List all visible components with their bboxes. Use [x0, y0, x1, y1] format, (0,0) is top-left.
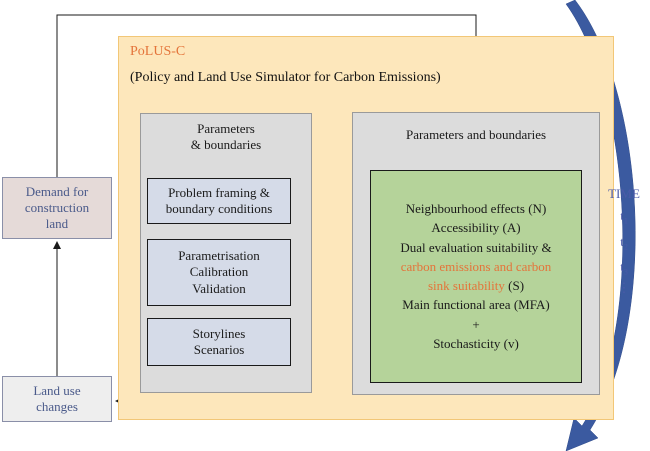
main-functional-area: Main functional area (MFA) [402, 297, 550, 313]
carbon-emissions-line: carbon emissions and carbon [400, 258, 552, 274]
time-ellipsis: ⋮ [617, 280, 631, 295]
landuse-line1: Land use [33, 382, 81, 398]
model-components-box: Neighbourhood effects (N) Accessibility … [370, 170, 582, 383]
suitability-symbol: (S) [504, 278, 525, 293]
stochasticity: Stochasticity (v) [433, 335, 519, 351]
landuse-line2: changes [36, 399, 78, 414]
time-step-3-base: t [620, 259, 624, 274]
time-step-2-sub: 2 [623, 242, 628, 252]
demand-construction-land-box: Demand for construction land [2, 177, 112, 239]
parametrisation-line3: Validation [192, 280, 246, 296]
problem-framing-line1: Problem framing & [168, 184, 270, 200]
land-use-changes-box: Land use changes [2, 376, 112, 422]
plus-sign: + [472, 316, 480, 332]
storylines-line2: Scenarios [193, 342, 245, 357]
problem-framing-line2: boundary conditions [165, 201, 273, 216]
dual-evaluation-suitability: Dual evaluation suitability & [400, 239, 552, 255]
demand-line1: Demand for [25, 183, 89, 199]
time-step-1: t1 [610, 208, 638, 226]
carbon-sink-suitability-text: sink suitability [427, 278, 505, 293]
polus-subtitle: (Policy and Land Use Simulator for Carbo… [130, 70, 441, 85]
time-step-3: t3 [610, 259, 638, 277]
parametrisation-box: Parametrisation Calibration Validation [147, 239, 291, 306]
parameters-title-line1: Parameters [197, 121, 255, 136]
accessibility: Accessibility (A) [431, 220, 521, 236]
parametrisation-line1: Parametrisation [178, 248, 260, 264]
parametrisation-line2: Calibration [189, 264, 249, 280]
parameters-boundaries-title: Parameters & boundaries [140, 121, 312, 154]
neighbourhood-effects: Neighbourhood effects (N) [405, 201, 547, 216]
time-step-1-base: t [620, 208, 624, 223]
time-step-3-sub: 3 [623, 267, 628, 277]
time-step-2: t2 [610, 234, 638, 252]
time-label: TIME [608, 186, 640, 201]
storylines-line1: Storylines [192, 325, 246, 341]
demand-line2: construction [24, 199, 90, 215]
parameters-and-boundaries-title: Parameters and boundaries [405, 127, 547, 142]
demand-line3: land [45, 216, 69, 232]
carbon-sink-suitability-line: sink suitability (S) [428, 278, 524, 294]
problem-framing-box: Problem framing & boundary conditions [147, 178, 291, 224]
time-step-2-base: t [620, 234, 624, 249]
parameters-title-line2: & boundaries [190, 137, 262, 153]
time-step-1-sub: 1 [623, 216, 628, 226]
polus-title: PoLUS-C [130, 44, 186, 59]
storylines-box: Storylines Scenarios [147, 318, 291, 366]
